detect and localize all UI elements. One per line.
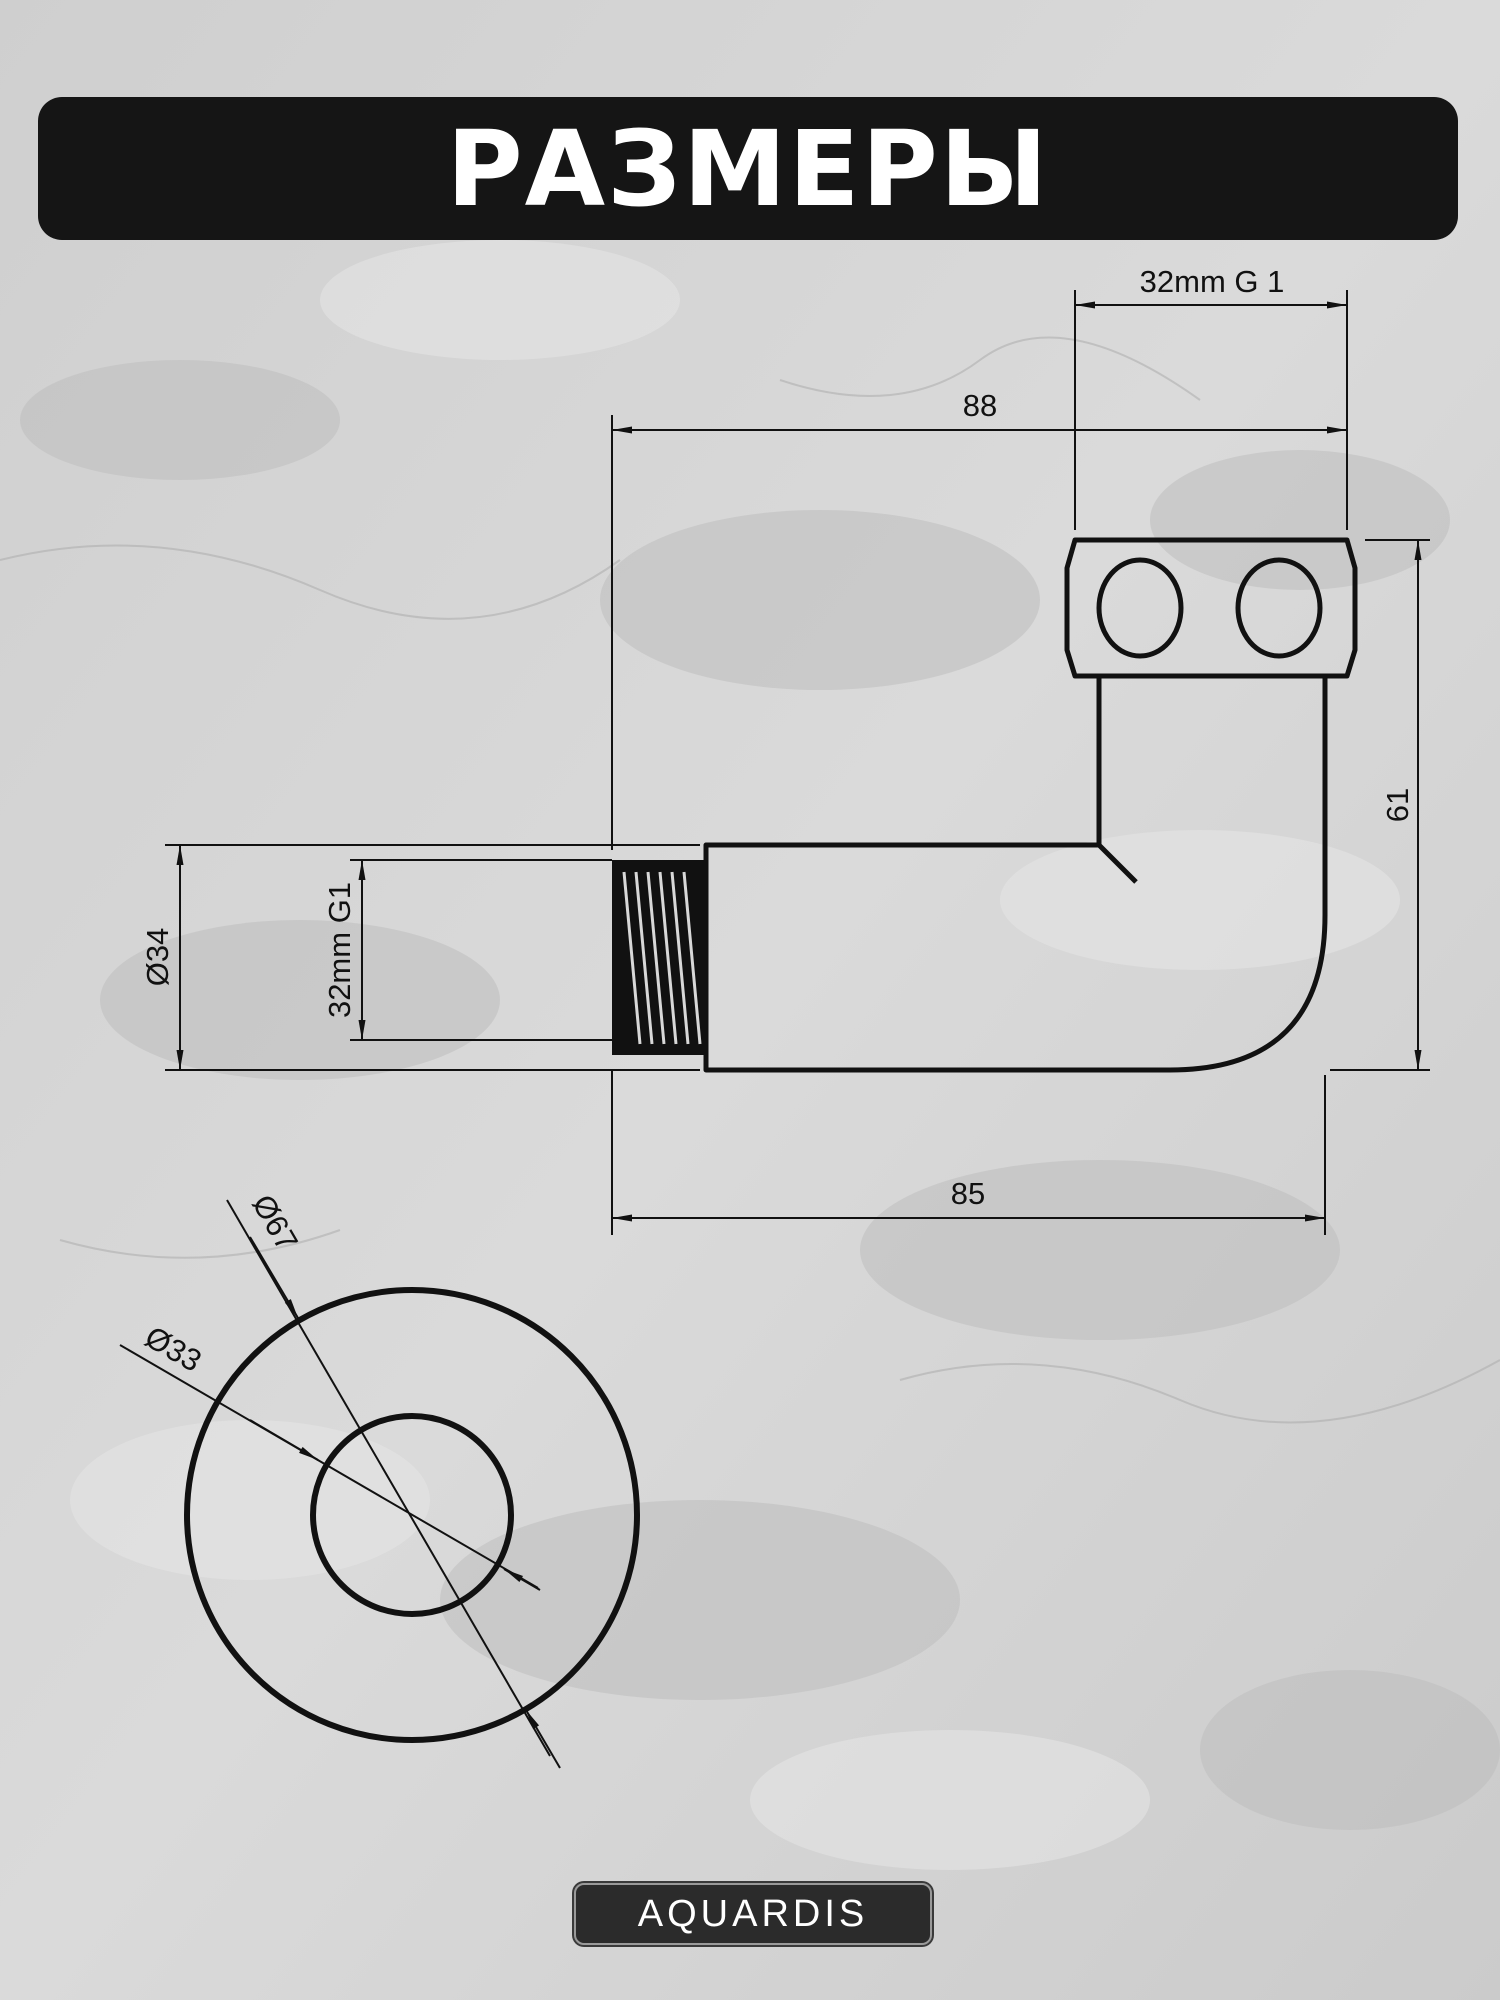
- nut-right-hole: [1235, 557, 1323, 659]
- dim-label-bottom-length: 85: [951, 1176, 985, 1211]
- page-title: РАЗМЕРЫ: [446, 107, 1050, 230]
- flange-inner-circle: [310, 1413, 514, 1617]
- flange-inner-leader: [119, 1344, 539, 1589]
- pipe-miter-line: [1097, 843, 1138, 884]
- dim-label-inner-diameter: Ø33: [139, 1319, 207, 1379]
- flange-outer-leader: [226, 1199, 551, 1757]
- brand-badge: AQUARDIS: [574, 1883, 932, 1945]
- top-nut: [1064, 537, 1358, 679]
- pipe-body: [703, 676, 1328, 1073]
- dim-label-outer-diameter: Ø34: [140, 928, 175, 987]
- nut-left-hole: [1096, 557, 1184, 659]
- brand-logo-text: AQUARDIS: [637, 1893, 869, 1935]
- dim-label-height: 61: [1380, 788, 1415, 822]
- dim-label-overall-length: 88: [963, 388, 997, 423]
- flange-front-view: [119, 1199, 640, 1769]
- flange-outer-circle: [184, 1287, 640, 1743]
- dim-label-top-nut: 32mm G 1: [1140, 264, 1285, 299]
- thread-end: [612, 860, 706, 1055]
- title-banner: РАЗМЕРЫ: [38, 97, 1458, 240]
- elbow-fitting-side-view: [703, 537, 1358, 1073]
- dim-label-thread-diameter: 32mm G1: [322, 882, 357, 1018]
- dimension-lines: [165, 290, 1430, 1235]
